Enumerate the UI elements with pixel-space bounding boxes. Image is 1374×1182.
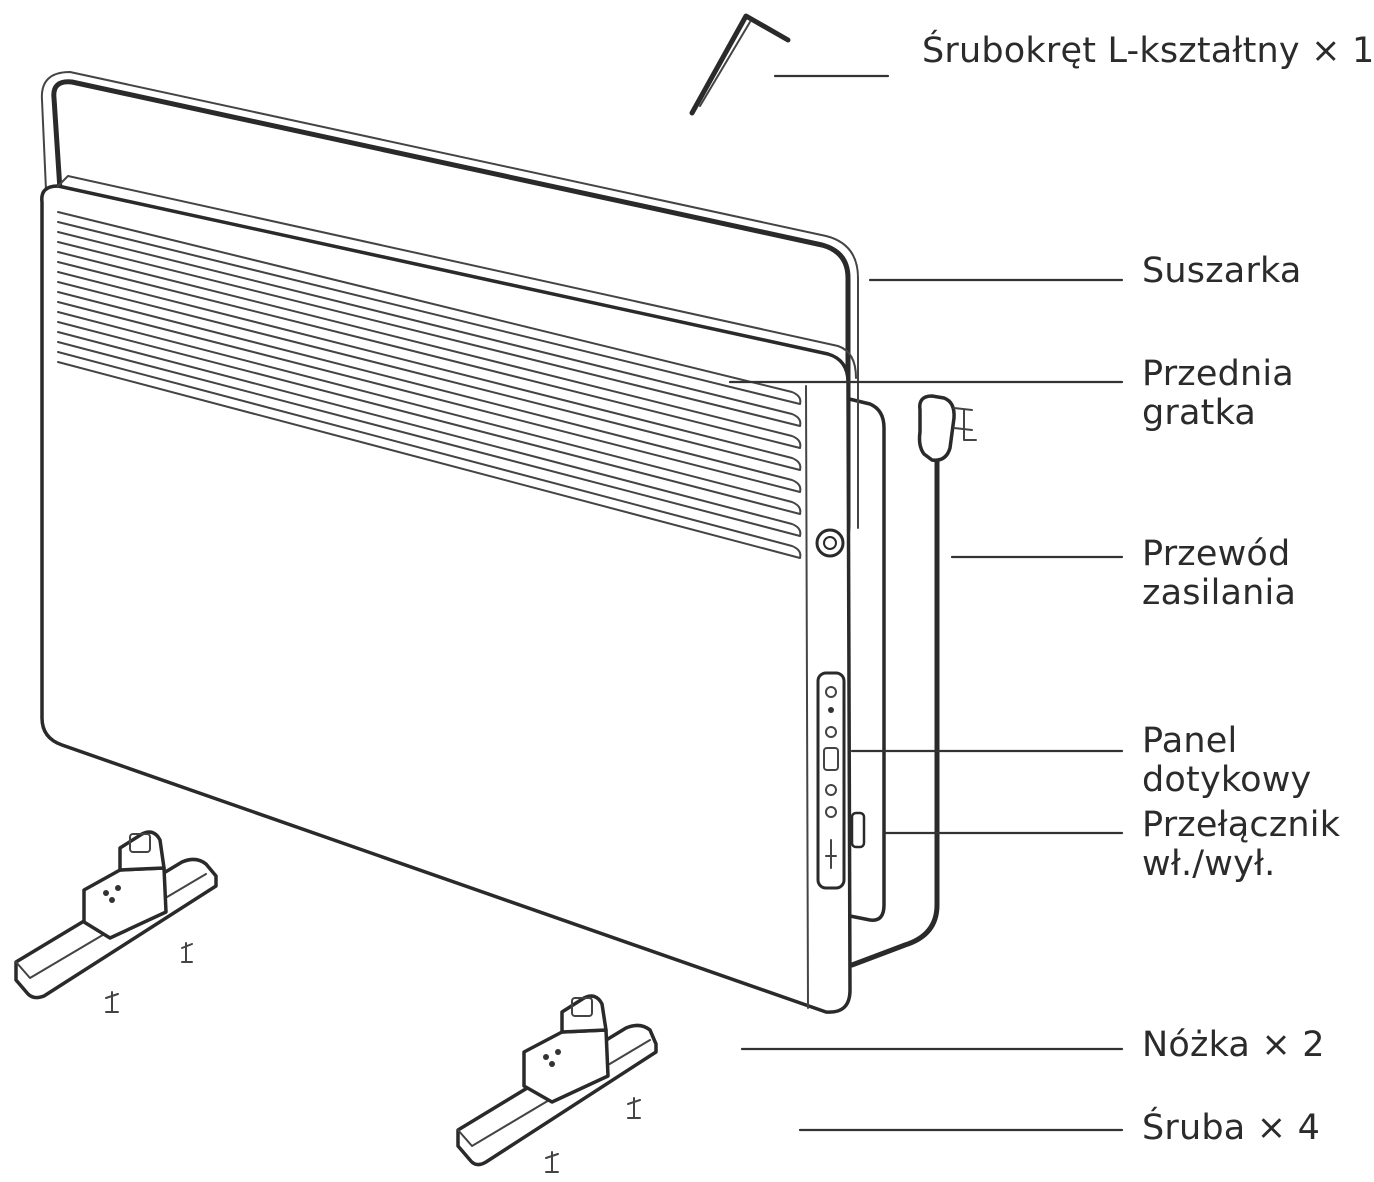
foot-right-drawing — [456, 994, 658, 1173]
touch-panel-drawing — [816, 671, 846, 890]
label-power-cord: Przewód zasilania — [1142, 535, 1296, 613]
label-power-cord-line2: zasilania — [1142, 573, 1297, 613]
label-screw: Śruba × 4 — [1142, 1108, 1321, 1148]
label-power-switch-line2: wł./wył. — [1142, 844, 1276, 884]
front-grille-drawing — [57, 211, 802, 559]
label-power-switch-line1: Przełącznik — [1142, 805, 1341, 845]
label-front-grille-line1: Przednia — [1142, 354, 1294, 394]
label-screwdriver: Śrubokręt L-kształtny × 1 — [922, 31, 1374, 71]
screwdriver-drawing — [689, 13, 791, 116]
power-switch-drawing — [850, 811, 866, 849]
label-front-grille: Przednia gratka — [1142, 355, 1294, 433]
label-dryer: Suszarka — [1142, 251, 1302, 291]
power-cord-drawing — [849, 394, 977, 968]
foot-left-drawing — [14, 830, 218, 1013]
label-front-grille-line2: gratka — [1142, 393, 1257, 433]
rear-housing — [843, 396, 886, 922]
label-touch-panel-line1: Panel — [1142, 721, 1238, 761]
label-touch-panel-line2: dotykowy — [1142, 760, 1312, 800]
heater-body-drawing — [40, 175, 857, 1014]
label-touch-panel: Panel dotykowy — [1142, 722, 1311, 800]
label-power-cord-line1: Przewód — [1142, 534, 1291, 574]
label-power-switch: Przełącznik wł./wył. — [1142, 806, 1340, 884]
label-foot: Nóżka × 2 — [1142, 1025, 1325, 1065]
rack-mount-drawing — [815, 528, 845, 558]
leader-lines — [728, 74, 1124, 1132]
